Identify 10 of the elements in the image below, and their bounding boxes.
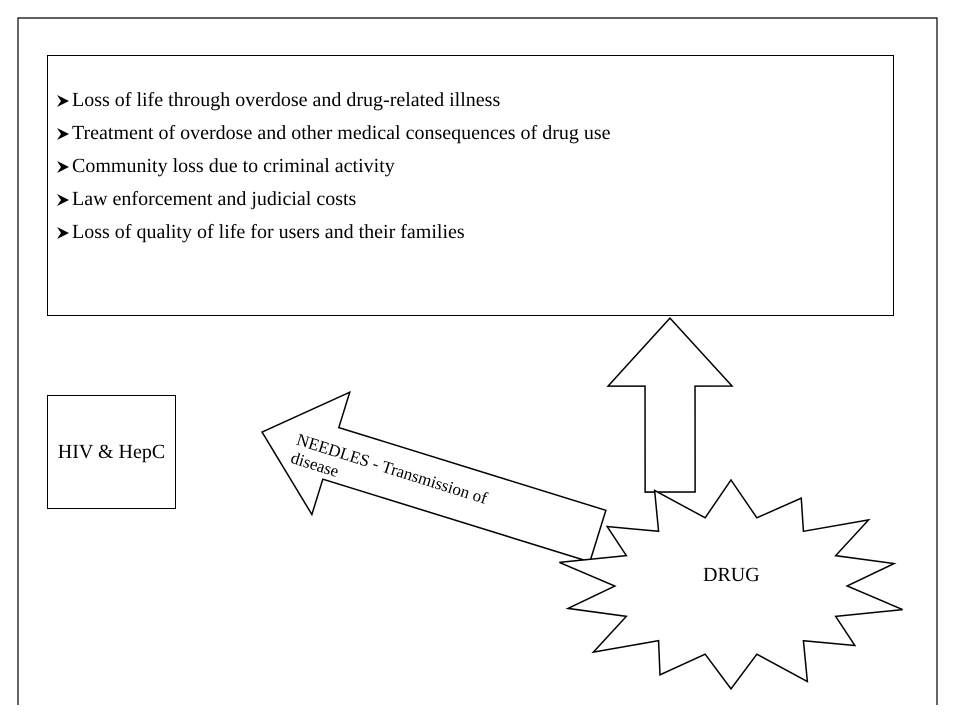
bullet-text: Treatment of overdose and other medical consequences of drug use [72,121,611,146]
process-box [47,395,176,509]
node-label: DRUG [703,564,760,587]
node-label: HIV & HepC [58,440,166,464]
bullet-text: Loss of quality of life for users and their families [72,220,465,245]
bullet-list-box [47,55,894,316]
bullet-text: Community loss due to criminal activity [72,154,395,179]
bullet-text: Law enforcement and judicial costs [72,187,356,212]
block-arrow [606,316,734,493]
bullet-text: Loss of life through overdose and drug-related illness [72,88,500,113]
